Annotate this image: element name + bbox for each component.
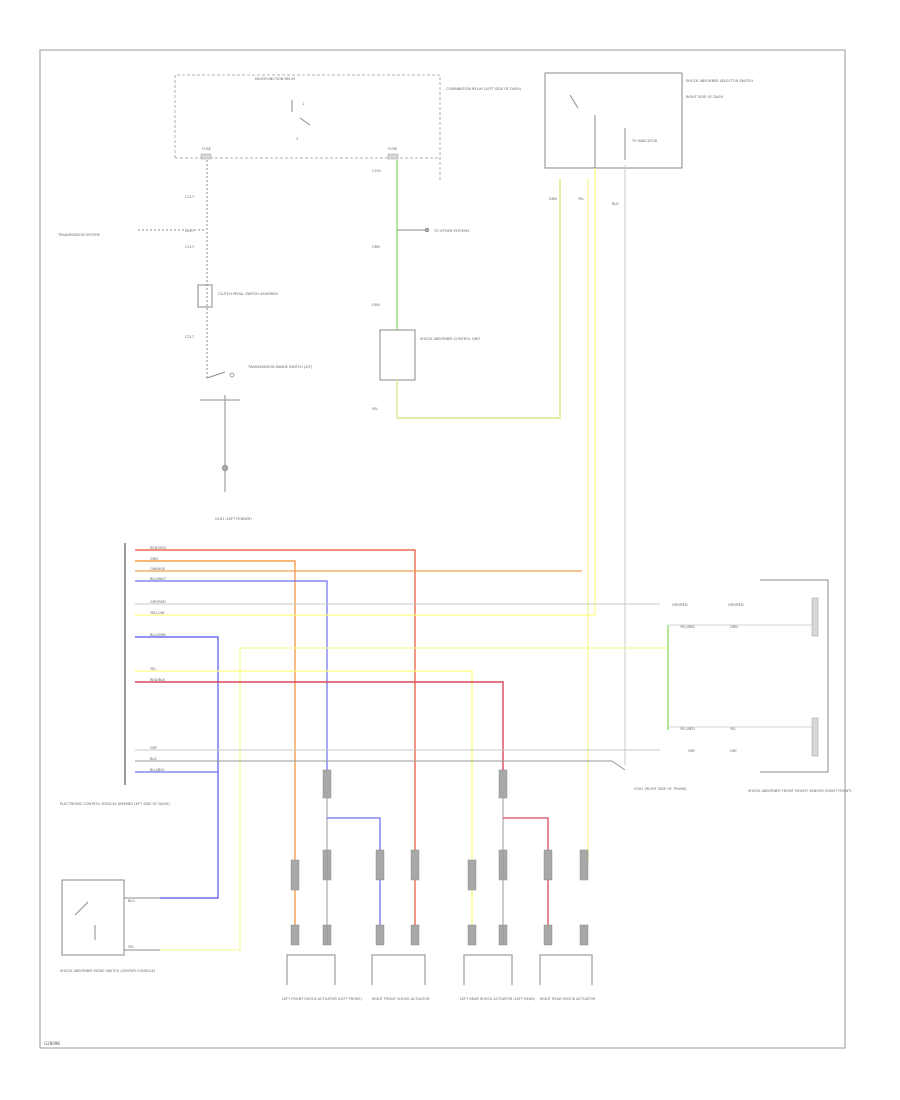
svg-text:BLU/WHT: BLU/WHT	[150, 577, 167, 581]
to-system-label: TO OTHER SYSTEMS	[433, 229, 470, 233]
svg-text:YEL: YEL	[578, 197, 584, 201]
top-right-selector-switch: SHOCK ABSORBER SELECTOR SWITCH RIGHT SID…	[544, 72, 753, 206]
svg-text:3: 3	[296, 137, 298, 141]
ecu-label: ELECTRONIC CONTROL MODULE (BEHIND LEFT S…	[60, 802, 170, 806]
svg-text:GRY/RED: GRY/RED	[672, 603, 688, 607]
trans-range-switch-label: TRANSMISSION RANGE SWITCH (A/T)	[247, 365, 313, 369]
relay-box-title: MULTIFUNCTION RELAY	[255, 77, 296, 81]
svg-text:ORANGE: ORANGE	[150, 567, 165, 571]
harness-wires: RED/ORG GRN ORANGE BLU/WHT GRY/RED YELLO…	[135, 546, 687, 951]
svg-text:GRY: GRY	[150, 746, 158, 750]
actuator-lf-label: LEFT FRONT SHOCK ACTUATOR (LEFT FRONT)	[282, 997, 363, 1001]
svg-text:RED/BLK: RED/BLK	[150, 678, 166, 682]
right-height-sensor: SHOCK ABSORBER FRONT HEIGHT SENSOR (RIGH…	[667, 579, 852, 793]
mode-switch-label: SHOCK ABSORBER MODE SWITCH (CENTER CONSO…	[60, 969, 156, 973]
ground-left-label: G101 (LEFT FENDER)	[215, 517, 252, 521]
actuator-lr-label: LEFT REAR SHOCK ACTUATOR (LEFT REAR)	[460, 997, 536, 1001]
right-sensor-label: SHOCK ABSORBER FRONT HEIGHT SENSOR (RIGH…	[748, 789, 852, 793]
svg-text:YEL/RED: YEL/RED	[680, 727, 695, 731]
figure-id: G28098	[44, 1041, 60, 1046]
clutch-switch-label: CLUTCH PEDAL SWITCH ASSEMBLY	[218, 292, 279, 296]
svg-text:GRN: GRN	[372, 303, 380, 307]
fuse-right-label: FUSE	[388, 147, 397, 151]
ecu-connector: ELECTRONIC CONTROL MODULE (BEHIND LEFT S…	[60, 543, 170, 806]
right-ground-label: G301 (RIGHT SIDE OF TRUNK)	[634, 787, 687, 791]
svg-text:YEL: YEL	[128, 945, 134, 949]
relay-green-chain: C201 GRN TO OTHER SYSTEMS GRN SHOCK ABSO…	[372, 160, 561, 419]
svg-text:YEL: YEL	[150, 667, 156, 671]
svg-text:YELLOW: YELLOW	[150, 611, 165, 615]
svg-text:BLK: BLK	[612, 202, 619, 206]
actuator-connectors: LEFT FRONT SHOCK ACTUATOR (LEFT FRONT) R…	[282, 769, 596, 1001]
svg-text:C217: C217	[185, 335, 194, 339]
actuator-rr-label: RIGHT REAR SHOCK ACTUATOR	[540, 997, 596, 1001]
top-right-switch-desc: RIGHT SIDE OF DASH	[686, 95, 723, 99]
svg-text:GRN: GRN	[150, 557, 158, 561]
svg-text:GRN: GRN	[549, 197, 557, 201]
svg-text:1: 1	[302, 102, 304, 106]
svg-text:YEL: YEL	[372, 407, 378, 411]
center-module-label: SHOCK ABSORBER CONTROL UNIT	[420, 337, 481, 341]
multifunction-relay-box: MULTIFUNCTION RELAY COMBINATION RELAY (L…	[174, 74, 522, 182]
svg-text:C217: C217	[185, 229, 194, 233]
svg-text:GRY/RED: GRY/RED	[728, 603, 744, 607]
svg-text:TO INDICATOR: TO INDICATOR	[631, 139, 658, 143]
left-feed-chain: C217 C217 C217 TRANSMISSION SYSTEM CLUTC…	[57, 160, 313, 521]
relay-box-desc: COMBINATION RELAY (LEFT SIDE OF DASH)	[446, 87, 522, 91]
svg-text:RED/ORG: RED/ORG	[150, 546, 167, 550]
mode-switch: BLU YEL SHOCK ABSORBER MODE SWITCH (CENT…	[60, 879, 160, 973]
svg-text:YEL: YEL	[730, 727, 736, 731]
actuator-rf-label: RIGHT FRONT SHOCK ACTUATOR	[372, 997, 430, 1001]
svg-text:C201: C201	[372, 169, 381, 173]
top-right-switch-label: SHOCK ABSORBER SELECTOR SWITCH	[686, 79, 753, 83]
svg-text:BLK: BLK	[150, 757, 157, 761]
svg-text:C217: C217	[185, 245, 194, 249]
svg-text:GRN: GRN	[730, 625, 738, 629]
svg-text:GRY: GRY	[688, 749, 696, 753]
svg-text:BLU/GRN: BLU/GRN	[150, 633, 166, 637]
diagram-frame	[39, 49, 846, 1049]
svg-text:BLU: BLU	[128, 899, 135, 903]
svg-text:GRY: GRY	[730, 749, 738, 753]
svg-text:GRN: GRN	[372, 245, 380, 249]
svg-text:GRY/RED: GRY/RED	[150, 600, 166, 604]
transmission-label: TRANSMISSION SYSTEM	[57, 233, 100, 237]
fuse-left-label: FUSE	[202, 147, 211, 151]
svg-text:C217: C217	[185, 195, 194, 199]
svg-text:BLU/BLK: BLU/BLK	[150, 768, 165, 772]
svg-text:YEL/RED: YEL/RED	[680, 625, 695, 629]
